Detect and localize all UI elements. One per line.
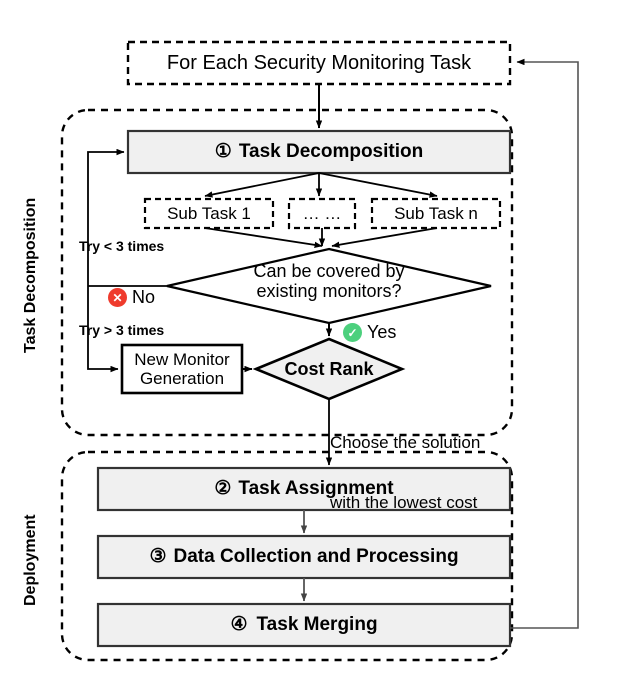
- annotation-line-2: with the lowest cost: [330, 492, 478, 512]
- annotation-line-1: Choose the solution: [330, 433, 481, 453]
- step1-box-shape: [126, 129, 512, 175]
- no-cross-icon: ✕: [108, 288, 127, 307]
- branch-yes-label: Yes: [367, 322, 397, 342]
- section-label-deployment: Deployment: [22, 514, 39, 606]
- new-monitor-box-shape: [120, 343, 244, 395]
- cost-rank-annotation: Choose the solution with the lowest cost: [330, 394, 480, 552]
- subtask-dots-shape: [287, 197, 357, 230]
- step4-box-shape: [96, 602, 512, 648]
- section-container-task-decomposition: [60, 108, 514, 437]
- step3-box-shape: [96, 534, 512, 580]
- branch-no-label: No: [132, 287, 156, 307]
- decision-diamond-shape: [166, 247, 492, 325]
- subtask-1-shape: [143, 197, 275, 230]
- connector-feedback-loop: [510, 58, 579, 629]
- connector-step1-to-subtask1: [204, 172, 320, 198]
- section-container-deployment: [60, 450, 514, 662]
- retry-label-less-than: Try < 3 times: [79, 238, 165, 254]
- yes-check-glyph: ✓: [347, 325, 358, 340]
- step2-box-shape: [96, 466, 512, 512]
- no-cross-glyph: ✕: [112, 290, 123, 305]
- cost-rank-diamond-shape: [252, 337, 406, 401]
- connector-subtaskn-to-decision: [331, 227, 438, 248]
- connector-step1-to-subtaskn: [318, 172, 438, 198]
- subtask-n-shape: [370, 197, 502, 230]
- branch-no: ✕ No: [108, 287, 155, 308]
- retry-label-greater-than: Try > 3 times: [79, 322, 165, 338]
- title-box-shape: [126, 40, 512, 86]
- connector-retry-gt-to-new-monitor: [87, 286, 119, 373]
- connector-subtask1-to-decision: [204, 227, 323, 249]
- branch-yes: ✓ Yes: [343, 322, 396, 343]
- section-label-task-decomposition: Task Decomposition: [22, 197, 39, 353]
- connector-retry-lt-to-step1: [87, 148, 125, 286]
- yes-check-icon: ✓: [343, 323, 362, 342]
